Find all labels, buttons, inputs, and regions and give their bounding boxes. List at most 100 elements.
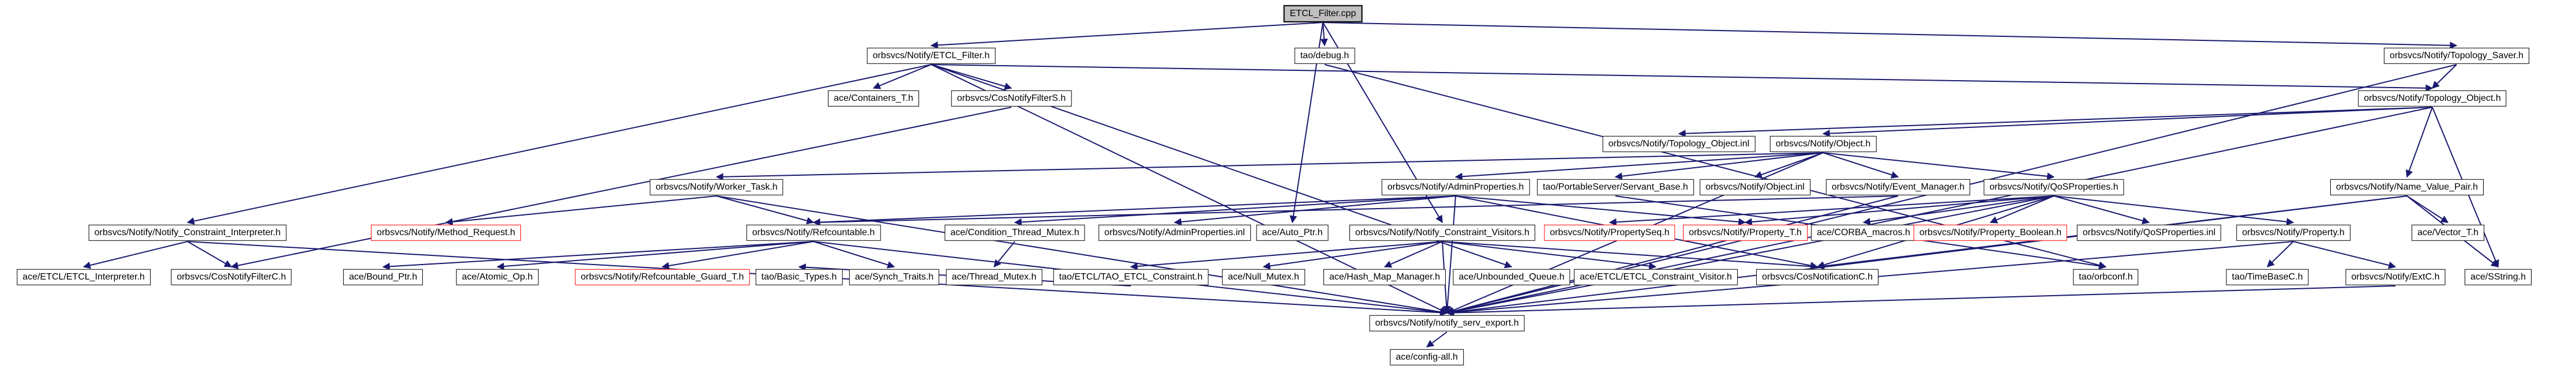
edge-object_h-to-qosproperties_h [1823,152,2055,180]
edge-object_h-to-event_manager_h [1823,152,1899,179]
edge-ext_c_h-to-notify_serv_export_h [1446,285,2396,317]
graph-node-null_mutex_h[interactable]: ace/Null_Mutex.h [1222,269,1305,286]
edge-refcountable_h-to-bound_ptr_h [382,241,814,270]
graph-node-topology_saver_h[interactable]: orbsvcs/Notify/Topology_Saver.h [2383,47,2530,65]
graph-node-topology_object_h[interactable]: orbsvcs/Notify/Topology_Object.h [2358,90,2507,107]
graph-node-containers_t_h[interactable]: ace/Containers_T.h [828,90,919,107]
edge-qosproperties_h-to-property_t_h [1744,195,2054,226]
edge-qosproperties_h-to-property_boolean_h [1989,195,2054,224]
graph-node-basic_types_h[interactable]: tao/Basic_Types.h [755,269,843,286]
graph-node-timebase_c_h[interactable]: tao/TimeBaseC.h [2226,269,2309,286]
edge-adminproperties_h-to-refcountable_h [812,195,1456,227]
graph-node-config_all_h[interactable]: ace/config-all.h [1390,349,1464,366]
graph-node-notify_serv_export_h[interactable]: orbsvcs/Notify/notify_serv_export.h [1369,315,1525,332]
graph-node-synch_traits_h[interactable]: ace/Synch_Traits.h [849,269,940,286]
edge-qosproperties_h-to-propertyseq_h [1608,195,2054,226]
graph-node-sstring_h[interactable]: ace/SString.h [2464,269,2532,286]
edge-worker_task_h-to-refcountable_h [716,195,815,225]
graph-node-bound_ptr_h[interactable]: ace/Bound_Ptr.h [343,269,423,286]
graph-node-cosnotification_c_h[interactable]: orbsvcs/CosNotificationC.h [1756,269,1879,286]
graph-node-vector_t_h[interactable]: ace/Vector_T.h [2412,224,2484,242]
graph-node-constraint_interpreter_h[interactable]: orbsvcs/Notify/Notify_Constraint_Interpr… [88,224,287,242]
graph-node-hash_map_manager_h[interactable]: ace/Hash_Map_Manager.h [1323,269,1446,286]
graph-node-adminproperties_inl[interactable]: orbsvcs/Notify/AdminProperties.inl [1098,224,1251,242]
edge-refcountable_h-to-refcountable_guard_t_h [661,241,814,270]
edge-worker_task_h-to-notify_serv_export_h [716,195,1448,316]
graph-node-atomic_op_h[interactable]: ace/Atomic_Op.h [456,269,539,286]
edge-constraint_visitors_h-to-etcl_constraint_visitor_h [1442,241,1657,270]
graph-node-auto_ptr_h[interactable]: ace/Auto_Ptr.h [1256,224,1329,242]
edge-qosproperties_h-to-notify_serv_export_h [1446,195,2054,316]
edge-qosproperties_h-to-corba_macros_h [1862,195,2054,225]
graph-node-etcl_filter_cpp: ETCL_Filter.cpp [1283,5,1363,23]
graph-node-name_value_pair_h[interactable]: orbsvcs/Notify/Name_Value_Pair.h [2330,179,2484,196]
graph-node-property_h[interactable]: orbsvcs/Notify/Property.h [2236,224,2350,242]
graph-node-refcountable_guard_t_h[interactable]: orbsvcs/Notify/Refcountable_Guard_T.h [575,269,750,286]
edge-object_h-to-worker_task_h [715,152,1824,181]
edge-object_h-to-servant_base_h [1614,152,1824,180]
graph-node-unbounded_queue_h[interactable]: ace/Unbounded_Queue.h [1453,269,1570,286]
edge-etcl_filter_cpp-to-etcl_filter_h [930,22,1323,49]
edge-topology_object_h-to-object_h [1822,107,2433,137]
edge-constraint_visitors_h-to-cosnotification_c_h [1442,241,1818,270]
edge-property_h-to-timebase_c_h [2267,241,2294,267]
edge-name_value_pair_h-to-notify_serv_export_h [1446,195,2408,316]
edge-name_value_pair_h-to-vector_t_h [2406,195,2449,223]
graph-node-constraint_visitors_h[interactable]: orbsvcs/Notify/Notify_Constraint_Visitor… [1349,224,1536,242]
graph-node-property_boolean_h[interactable]: orbsvcs/Notify/Property_Boolean.h [1913,224,2068,242]
graph-node-thread_mutex_h[interactable]: ace/Thread_Mutex.h [946,269,1043,286]
edge-etcl_filter_h-to-topology_object_h [931,64,2433,92]
edge-qosproperties_h-to-property_h [2053,195,2294,226]
edge-etcl_filter_cpp-to-topology_saver_h [1322,22,2458,50]
graph-node-cosnotifyfilter_c_h[interactable]: orbsvcs/CosNotifyFilterC.h [171,269,292,286]
edge-etcl_filter_h-to-constraint_interpreter_h [186,64,932,225]
edge-event_manager_h-to-refcountable_h [812,195,1899,227]
edge-qosproperties_h-to-qosproperties_inl [2053,195,2150,225]
edge-refcountable_h-to-atomic_op_h [496,241,814,270]
graph-node-propertyseq_h[interactable]: orbsvcs/Notify/PropertySeq.h [1544,224,1675,242]
edge-constraint_visitors_h-to-hash_map_manager_h [1383,241,1443,268]
edge-condition_thread_mutex_h-to-thread_mutex_h [993,241,1015,268]
edge-worker_task_h-to-method_request_h [445,195,717,226]
graph-node-orbconf_h[interactable]: tao/orbconf.h [2073,269,2139,286]
edge-adminproperties_h-to-notify_serv_export_h [1443,195,1456,314]
graph-node-etcl_filter_h[interactable]: orbsvcs/Notify/ETCL_Filter.h [867,47,996,65]
graph-node-etcl_constraint_visitor_h[interactable]: ace/ETCL/ETCL_Constraint_Visitor.h [1574,269,1738,286]
edge-topology_object_h-to-name_value_pair_h [2405,107,2433,178]
graph-node-tao_etcl_constraint_h[interactable]: tao/ETCL/TAO_ETCL_Constraint.h [1053,269,1209,286]
edge-refcountable_h-to-synch_traits_h [813,241,895,269]
edge-etcl_filter_h-to-cosnotifyfilter_s_h [931,64,1013,90]
graph-node-refcountable_h[interactable]: orbsvcs/Notify/Refcountable.h [746,224,881,242]
edge-property_h-to-ext_c_h [2293,241,2397,269]
graph-node-etcl_interpreter_h[interactable]: ace/ETCL/ETCL_Interpreter.h [17,269,151,286]
graph-node-event_manager_h[interactable]: orbsvcs/Notify/Event_Manager.h [1825,179,1971,196]
graph-node-ext_c_h[interactable]: orbsvcs/Notify/ExtC.h [2345,269,2446,286]
graph-node-debug_h[interactable]: tao/debug.h [1294,47,1355,65]
edge-etcl_filter_h-to-containers_t_h [872,64,932,89]
edge-notify_serv_export_h-to-config_all_h [1426,331,1448,348]
edge-cosnotifyfilter_s_h-to-cosnotifyfilter_c_h [230,107,1012,270]
edge-topology_object_h-to-topology_object_inl [1678,107,2433,138]
edge-adminproperties_h-to-adminproperties_inl [1173,195,1456,226]
graph-node-object_h[interactable]: orbsvcs/Notify/Object.h [1769,135,1877,153]
graph-node-property_t_h[interactable]: orbsvcs/Notify/Property_T.h [1683,224,1808,242]
edge-object_h-to-object_inl [1754,152,1824,179]
edge-adminproperties_h-to-condition_thread_mutex_h [1014,195,1456,226]
graph-node-worker_task_h[interactable]: orbsvcs/Notify/Worker_Task.h [650,179,783,196]
graph-node-method_request_h[interactable]: orbsvcs/Notify/Method_Request.h [370,224,522,242]
edge-adminproperties_h-to-property_t_h [1455,195,1746,226]
graph-node-topology_object_inl[interactable]: orbsvcs/Notify/Topology_Object.inl [1602,135,1756,153]
graph-node-cosnotifyfilter_s_h[interactable]: orbsvcs/CosNotifyFilterS.h [951,90,1072,107]
edge-event_manager_h-to-notify_serv_export_h [1446,195,1899,315]
graph-node-corba_macros_h[interactable]: ace/CORBA_macros.h [1811,224,1916,242]
edge-etcl_filter_cpp-to-debug_h [1320,22,1328,47]
graph-node-condition_thread_mutex_h[interactable]: ace/Condition_Thread_Mutex.h [944,224,1085,242]
graph-node-servant_base_h[interactable]: tao/PortableServer/Servant_Base.h [1537,179,1694,196]
edge-object_h-to-adminproperties_h [1454,152,1824,180]
graph-node-qosproperties_h[interactable]: orbsvcs/Notify/QoSProperties.h [1983,179,2124,196]
graph-node-qosproperties_inl[interactable]: orbsvcs/Notify/QoSProperties.inl [2076,224,2222,242]
graph-node-adminproperties_h[interactable]: orbsvcs/Notify/AdminProperties.h [1381,179,1530,196]
graph-node-object_inl[interactable]: orbsvcs/Notify/Object.inl [1700,179,1810,196]
